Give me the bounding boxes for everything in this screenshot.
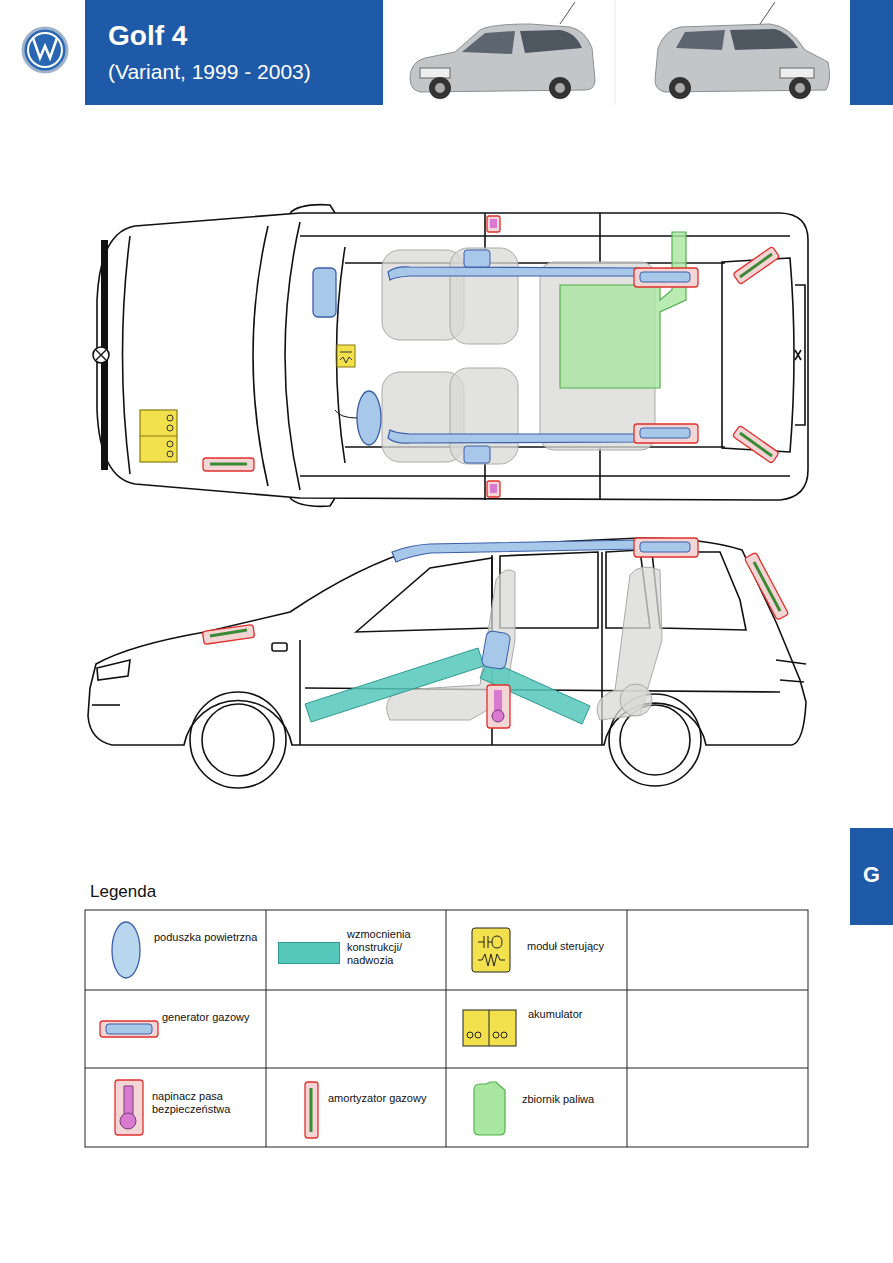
legend-label: moduł sterujący	[527, 940, 623, 953]
legend-label: wzmocnienia konstrukcji/ nadwozia	[347, 928, 443, 967]
legend-heading: Legenda	[90, 882, 156, 902]
header-band: Golf 4 (Variant, 1999 - 2003)	[85, 0, 383, 105]
legend-label: zbiornik paliwa	[522, 1093, 624, 1106]
legend-label: napinacz pasa bezpieczeństwa	[152, 1090, 262, 1116]
legend-label: poduszka powietrzna	[154, 931, 259, 944]
model-variant: (Variant, 1999 - 2003)	[108, 60, 311, 84]
section-letter: G	[850, 862, 893, 888]
section-tab: G	[850, 828, 893, 925]
legend-label: generator gazowy	[162, 1011, 260, 1024]
model-name: Golf 4	[108, 20, 187, 52]
legend-swatch	[278, 942, 340, 964]
legend-label: akumulator	[528, 1008, 624, 1021]
legend-label: amortyzator gazowy	[328, 1092, 443, 1105]
